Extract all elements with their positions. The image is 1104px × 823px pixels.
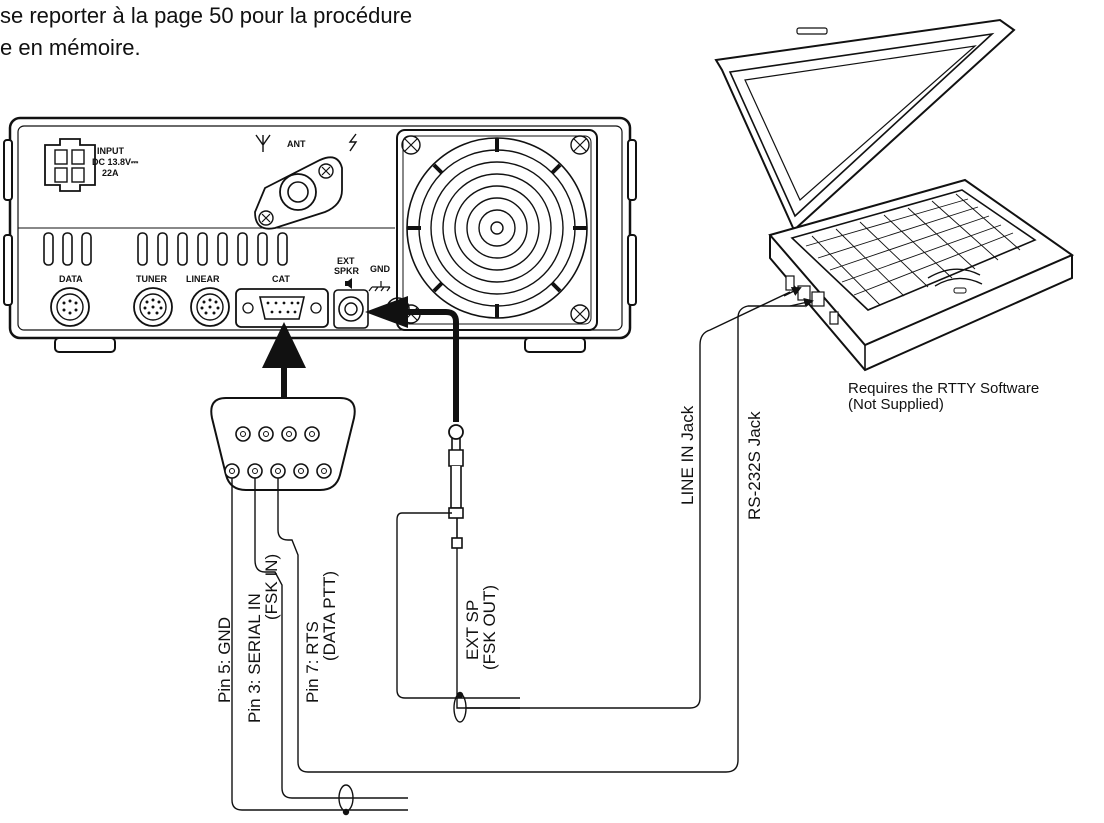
cat-port-label: CAT (272, 274, 290, 284)
linear-port-label: LINEAR (186, 274, 220, 284)
data-connector (50, 287, 90, 327)
dc-input-connector (44, 138, 96, 192)
rs232-jack-label: RS-232S Jack (745, 411, 764, 520)
linear-connector (190, 287, 230, 327)
software-not-supplied: (Not Supplied) (848, 396, 944, 413)
ext-sp-sub-label: (FSK OUT) (480, 585, 499, 670)
antenna-connector (254, 156, 343, 230)
pin7-sub-label: (DATA PTT) (320, 571, 339, 661)
ground-icon (368, 281, 391, 292)
ext-label: EXT (337, 256, 355, 266)
cooling-fan-icon (396, 129, 598, 331)
ext-sp-label: EXT SP (463, 600, 482, 660)
lightning-ground-icon (348, 133, 358, 152)
input-current: 22A (102, 168, 119, 178)
software-requirement: Requires the RTTY Software (848, 380, 1039, 397)
speaker-icon (345, 278, 352, 289)
input-rating: DC 13.8V⎓ (92, 157, 139, 167)
vent-slots (43, 232, 288, 266)
pin3-sub-label: (FSK IN) (262, 554, 281, 620)
ext-sp-plug-arrow (365, 296, 459, 422)
tuner-port-label: TUNER (136, 274, 167, 284)
pin3-label: Pin 3: SERIAL IN (245, 593, 264, 723)
tuner-connector (133, 287, 173, 327)
spkr-label: SPKR (334, 266, 360, 276)
intro-line-1: se reporter à la page 50 pour la procédu… (0, 3, 413, 28)
data-port-label: DATA (59, 274, 83, 284)
gnd-label: GND (370, 264, 391, 274)
cable-wiring (231, 291, 805, 816)
ext-spkr-jack (333, 289, 369, 329)
laptop-computer (714, 18, 1075, 372)
pin5-label: Pin 5: GND (215, 617, 234, 703)
pin7-label: Pin 7: RTS (303, 621, 322, 703)
db9-plug (210, 397, 356, 491)
intro-text: se reporter à la page 50 pour la procédu… (0, 0, 412, 64)
input-label: INPUT (97, 146, 125, 156)
connector-arrows (783, 287, 814, 308)
ant-label: ANT (287, 139, 306, 149)
intro-line-2: e en mémoire. (0, 35, 141, 60)
radio-rear-panel (3, 116, 637, 353)
audio-plug (448, 424, 464, 549)
line-in-jack-label: LINE IN Jack (678, 405, 697, 505)
cat-plug-arrow (262, 322, 306, 398)
antenna-icon (255, 134, 271, 152)
